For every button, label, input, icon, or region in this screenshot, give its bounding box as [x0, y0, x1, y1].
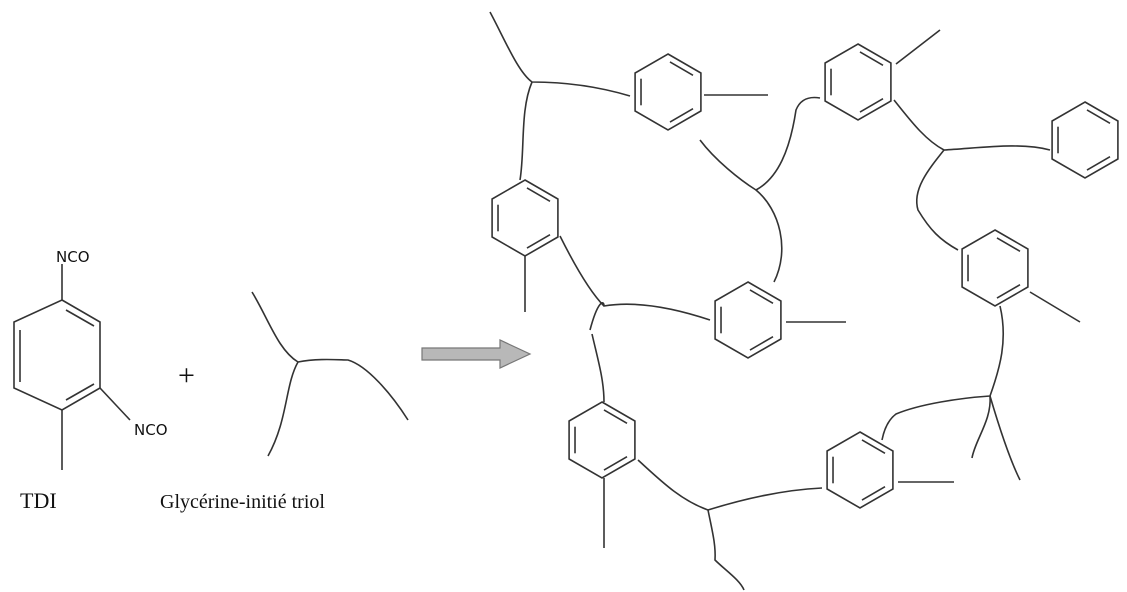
gray-right-arrow	[421, 339, 532, 369]
ring-double-bond	[1086, 156, 1111, 171]
plus-sign: +	[178, 359, 195, 392]
ring-double-bond	[749, 289, 774, 304]
ring-double-bond	[996, 284, 1021, 299]
tdi-label: TDI	[20, 488, 57, 513]
chain-link	[589, 302, 605, 331]
ring-double-bond	[861, 486, 886, 501]
aromatic-ring-4	[491, 179, 559, 257]
ring-double-bond	[526, 234, 551, 249]
aromatic-ring-6	[961, 229, 1029, 307]
tdi-molecule	[13, 264, 131, 470]
aromatic-ring-5	[714, 281, 782, 359]
ring-double-bond	[603, 456, 628, 471]
chain-link	[989, 395, 1021, 481]
ring-double-bond	[669, 108, 694, 123]
aromatic-ring-3	[1051, 101, 1119, 179]
ring-double-bond	[1086, 109, 1111, 124]
triol-arm-lower	[267, 361, 299, 457]
tdi-double-bond	[65, 309, 95, 327]
aromatic-ring-8	[826, 431, 894, 509]
ring-double-bond	[749, 336, 774, 351]
chain-link	[559, 235, 711, 321]
polyurethane-network	[489, 11, 1119, 591]
chain-link	[893, 99, 1051, 151]
triol-arm-upper	[251, 291, 299, 363]
triol-molecule	[251, 291, 409, 457]
ring-double-bond	[859, 98, 884, 113]
methyl-group	[895, 29, 941, 65]
chain-link	[915, 149, 959, 251]
chain-link	[489, 11, 631, 97]
reaction-arrow	[421, 339, 532, 369]
aromatic-ring-2	[824, 43, 892, 121]
ring-double-bond	[669, 61, 694, 76]
triol-arm-right	[297, 358, 409, 421]
ring-double-bond	[861, 439, 886, 454]
ring-double-bond	[526, 187, 551, 202]
ring-double-bond	[996, 237, 1021, 252]
chain-link	[637, 459, 823, 511]
chain-link	[591, 333, 605, 403]
nco-label-top: NCO	[56, 248, 90, 266]
chain-link	[707, 509, 745, 591]
nco-label-right: NCO	[134, 421, 168, 439]
chain-link	[755, 189, 783, 283]
chain-link	[519, 81, 533, 181]
chain-link	[881, 305, 1005, 441]
tdi-bond-right	[99, 387, 131, 421]
aromatic-ring-7	[568, 401, 636, 479]
ring-double-bond	[603, 409, 628, 424]
aromatic-ring-1	[634, 53, 702, 131]
methyl-group	[1029, 291, 1081, 323]
triol-label: Glycérine-initié triol	[160, 491, 325, 513]
ring-double-bond	[859, 51, 884, 66]
chain-link	[971, 395, 991, 459]
tdi-ring	[13, 299, 101, 411]
tdi-double-bond	[65, 383, 95, 401]
chain-link	[699, 96, 821, 191]
